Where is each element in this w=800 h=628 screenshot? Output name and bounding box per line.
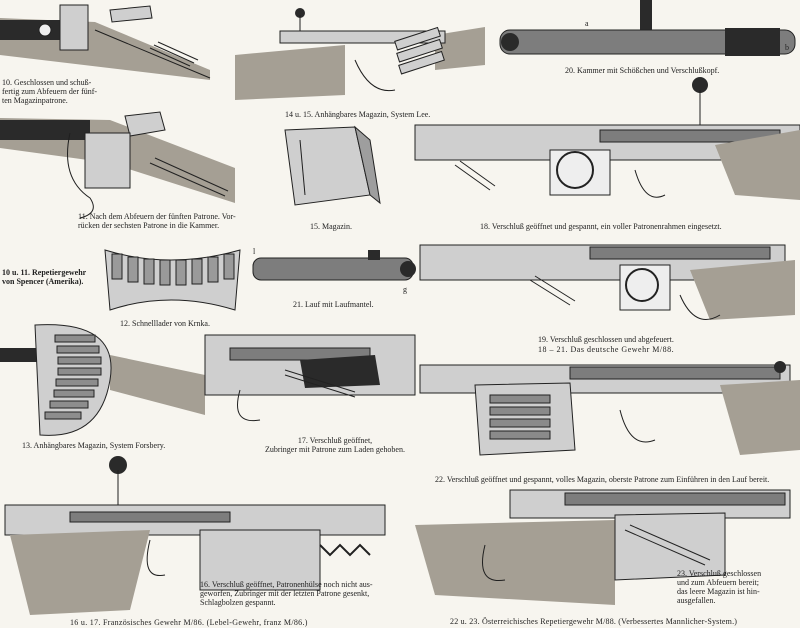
bolt-drawing: ab <box>499 0 796 56</box>
spencer-closed-drawing <box>0 4 211 80</box>
figure-lee-magazine: 14 u. 15. Anhängbares Magazin, System Le… <box>235 5 485 125</box>
mannlicher-open-drawing <box>419 361 800 456</box>
caption-fig-12: 12. Schnelllader von Krnka. <box>120 319 210 328</box>
caption-fig-18-21: 18 – 21. Das deutsche Gewehr M/88. <box>538 345 675 354</box>
caption-fig-23: 23. Verschluß geschlossen und zum Abfeue… <box>677 569 762 605</box>
caption-fig-15: 15. Magazin. <box>310 222 352 231</box>
caption-fig-17: 17. Verschluß geöffnet, Zubringer mit Pa… <box>265 436 405 454</box>
mannlicher-closed-drawing <box>415 489 791 605</box>
figure-spencer-open: 11. Nach dem Abfeuern der fünften Patron… <box>0 108 240 238</box>
svg-text:a: a <box>585 19 589 28</box>
caption-fig-22: 22. Verschluß geöffnet und gespannt, vol… <box>435 475 770 484</box>
figure-m88-closed: 19. Verschluß geschlossen und abgefeuert… <box>419 235 800 370</box>
forsbery-drawing <box>0 324 205 436</box>
lee-magazine-drawing <box>235 8 485 100</box>
figure-forsbery-magazine: 13. Anhängbares Magazin, System Forsbery… <box>0 320 205 455</box>
caption-fig-10-11: 10 u. 11. Repetiergewehr von Spencer (Am… <box>2 268 87 286</box>
figure-mannlicher-closed: 23. Verschluß geschlossen und zum Abfeue… <box>415 485 800 628</box>
caption-fig-22-23: 22 u. 23. Österreichisches Repetiergeweh… <box>450 617 738 626</box>
svg-text:g: g <box>403 285 407 294</box>
m88-open-drawing <box>414 77 800 200</box>
figure-spencer-closed: 10. Geschlossen und schuß- fertig zum Ab… <box>0 0 215 105</box>
caption-fig-19: 19. Verschluß geschlossen und abgefeuert… <box>538 335 674 344</box>
spencer-open-drawing <box>0 111 235 219</box>
caption-fig-21: 21. Lauf mit Laufmantel. <box>293 300 374 309</box>
barrel-drawing: lg <box>252 247 416 294</box>
lebel-feeder-drawing <box>204 334 416 422</box>
caption-fig-16-17: 16 u. 17. Französisches Gewehr M/86. (Le… <box>70 618 308 627</box>
caption-fig-10: 10. Geschlossen und schuß- fertig zum Ab… <box>2 78 98 105</box>
figure-mannlicher-open: 22. Verschluß geöffnet und gespannt, vol… <box>419 355 800 485</box>
caption-fig-18: 18. Verschluß geöffnet und gespannt, ein… <box>480 222 722 231</box>
figure-magazine-box: 15. Magazin. <box>275 125 385 235</box>
figure-m88-open: 18. Verschluß geöffnet und gespannt, ein… <box>414 75 800 235</box>
svg-text:b: b <box>785 43 789 52</box>
svg-text:l: l <box>253 247 256 256</box>
caption-fig-11: 11. Nach dem Abfeuern der fünften Patron… <box>78 212 236 230</box>
krnka-loader-drawing <box>104 249 241 311</box>
figure-krnka-loader: 12. Schnelllader von Krnka. <box>100 240 245 335</box>
caption-fig-16: 16. Verschluß geöffnet, Patronenhülse no… <box>200 580 373 607</box>
figure-lebel-open: 16. Verschluß geöffnet, Patronenhülse no… <box>0 450 390 628</box>
figure-lebel-feeder: 17. Verschluß geöffnet, Zubringer mit Pa… <box>204 330 420 460</box>
m88-closed-drawing <box>419 244 795 320</box>
caption-fig-14-15: 14 u. 15. Anhängbares Magazin, System Le… <box>285 110 431 119</box>
magazine-box-drawing <box>284 125 381 206</box>
lebel-open-drawing <box>4 456 386 615</box>
caption-fig-13: 13. Anhängbares Magazin, System Forsbery… <box>22 441 166 450</box>
caption-fig-20: 20. Kammer mit Schößchen und Verschlußko… <box>565 66 720 75</box>
